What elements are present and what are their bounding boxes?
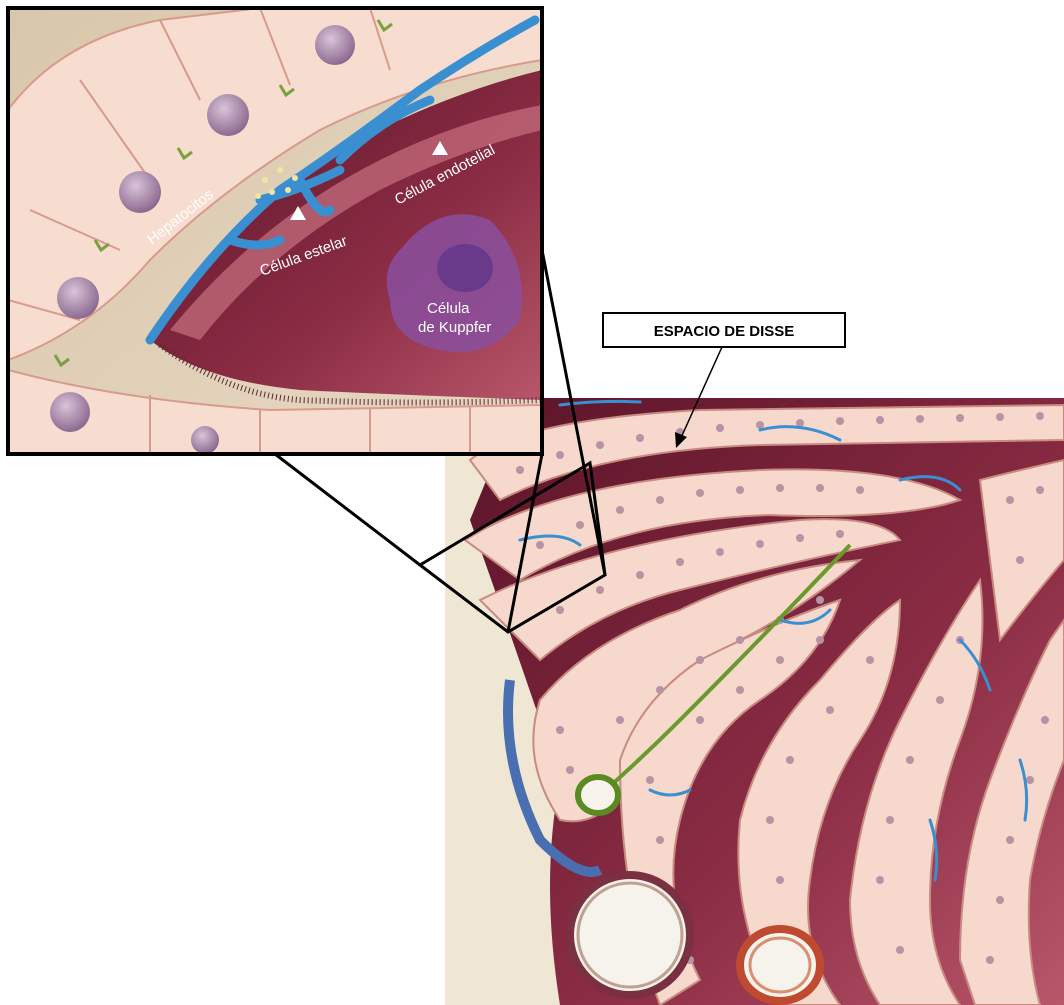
- disse-callout-label: ESPACIO DE DISSE: [654, 323, 795, 340]
- central-vein: [570, 875, 690, 995]
- main-tissue-section: [445, 398, 1064, 1005]
- bile-duct-ring: [578, 777, 618, 813]
- inset-magnified-view: Hepatocitos Célula estelar Célula endote…: [8, 8, 542, 454]
- label-kupffer-line1: Célula: [427, 300, 470, 317]
- label-kupffer-line2: de Kuppfer: [418, 319, 491, 336]
- hepatic-artery: [740, 929, 820, 1001]
